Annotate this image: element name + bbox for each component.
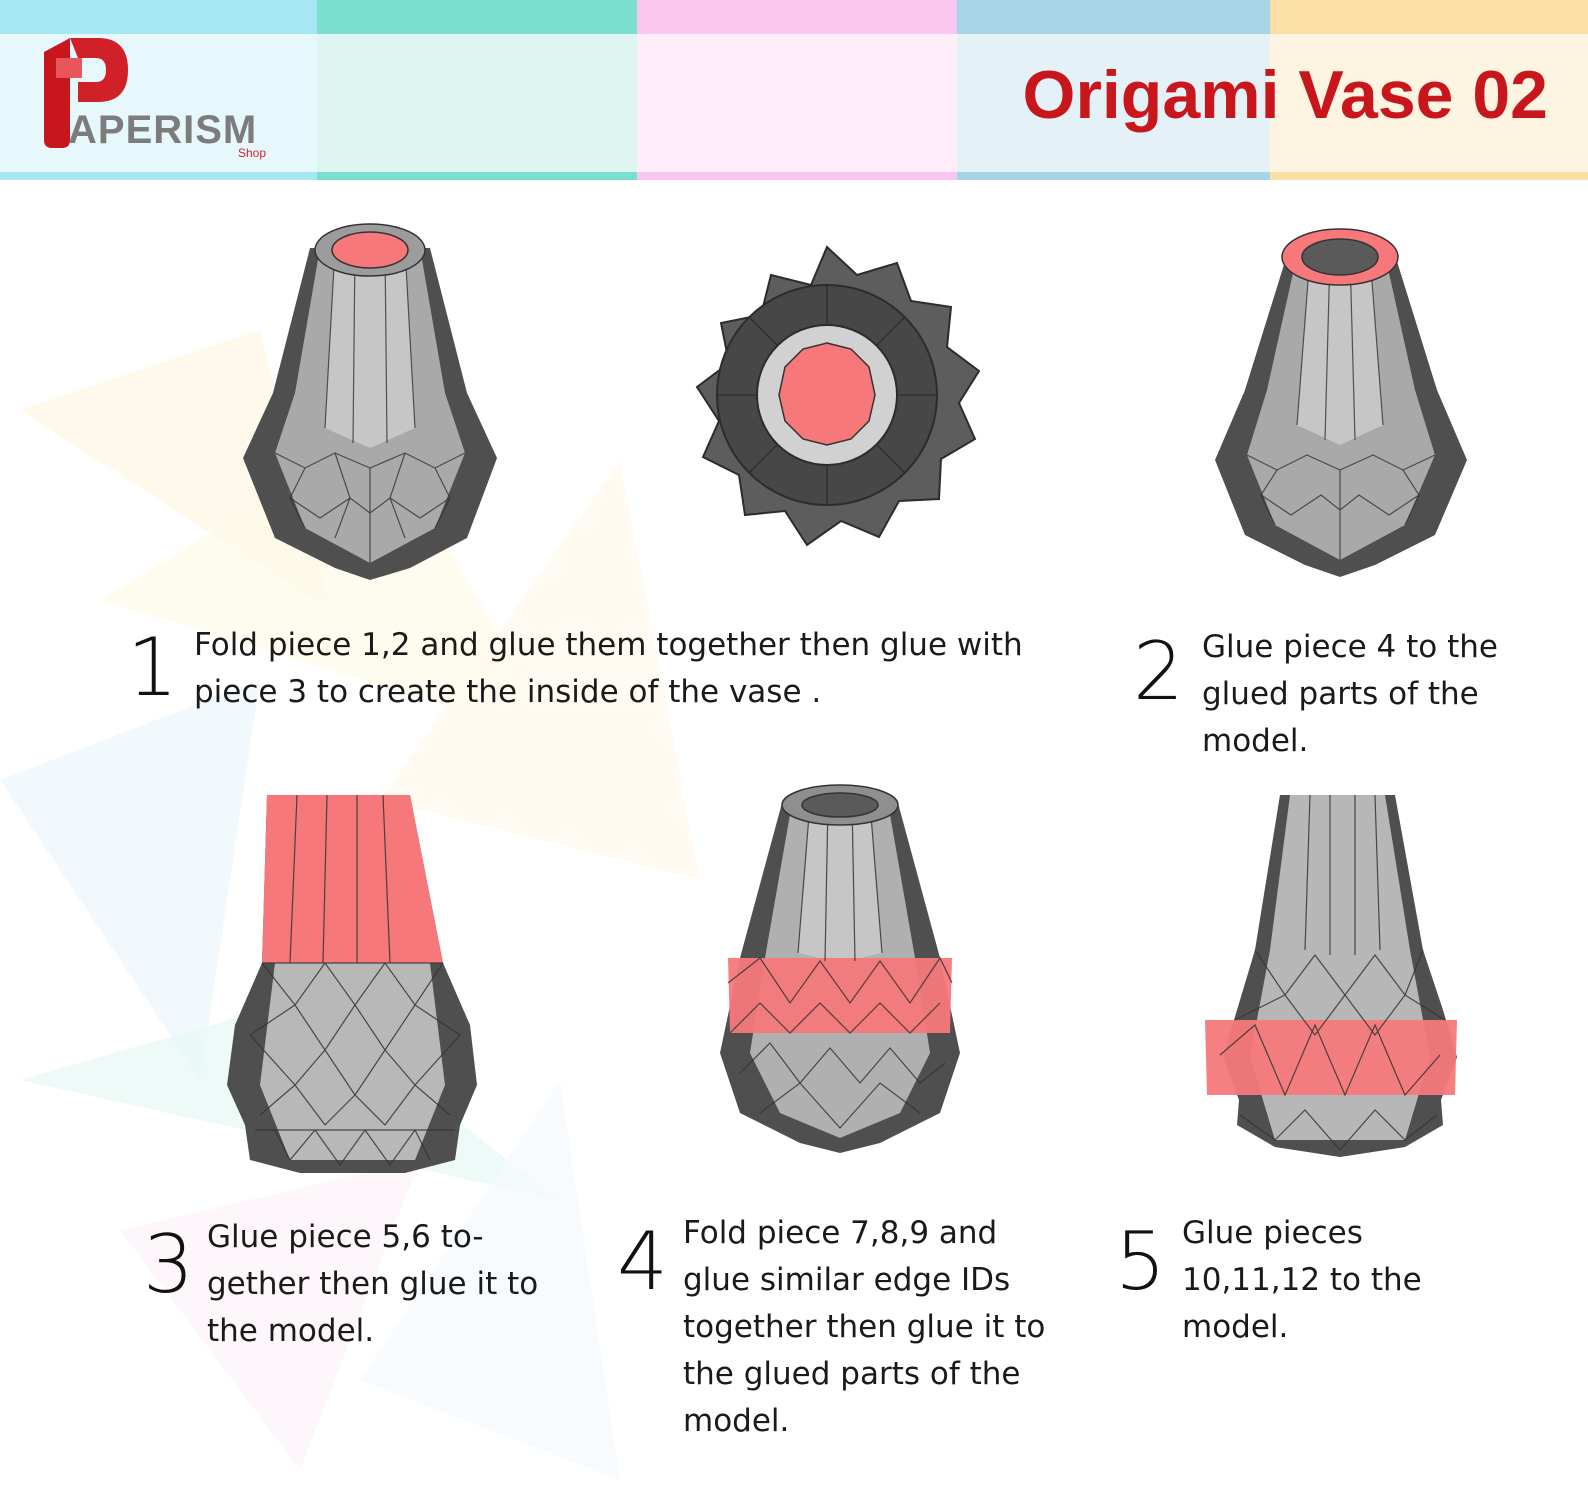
header-light-5 [1270, 34, 1588, 172]
header-bottom-1 [0, 172, 317, 180]
brand-name: APERISM [68, 108, 258, 152]
page-title: Origami Vase 02 [1022, 57, 1548, 133]
step-4-number: 4 [617, 1215, 668, 1308]
step-3-text: Glue piece 5,6 to- gether then glue it t… [207, 1219, 539, 1349]
header-light-2 [317, 34, 637, 172]
header-bottom-5 [1270, 172, 1588, 180]
header-light-4 [957, 34, 1270, 172]
paperism-logo-icon [44, 38, 128, 148]
vase-lower-band-highlight-icon [1205, 795, 1457, 1157]
header-band-2 [317, 0, 637, 34]
header-bottom-4 [957, 172, 1270, 180]
step-2-number: 2 [1133, 625, 1184, 718]
vase-upper-cone-highlight-icon [227, 795, 477, 1173]
header-band-5 [1270, 0, 1588, 34]
header-light-3 [637, 34, 957, 172]
vase-top-view-icon [695, 245, 980, 547]
vase-middle-band-highlight-icon [720, 784, 960, 1153]
step-1-number: 1 [127, 621, 178, 714]
vase-rim-highlight-icon [1215, 228, 1467, 577]
header-band-4 [957, 0, 1270, 34]
step-5-number: 5 [1115, 1215, 1166, 1308]
brand-sub: Shop [238, 146, 267, 160]
vase-side-view-icon [243, 223, 497, 580]
header-band-1 [0, 0, 317, 34]
step-4-text: Fold piece 7,8,9 and glue similar edge I… [683, 1215, 1046, 1439]
step-5-text: Glue pieces 10,11,12 to the model. [1182, 1215, 1422, 1345]
step-1-text: Fold piece 1,2 and glue them together th… [194, 627, 1023, 710]
header-band-3 [637, 0, 957, 34]
brand-logo[interactable]: APERISM Shop [42, 38, 282, 160]
header-bottom-3 [637, 172, 957, 180]
header: APERISM Shop Origami Vase 02 [0, 0, 1588, 180]
step-3-number: 3 [143, 1218, 194, 1311]
header-bottom-2 [317, 172, 637, 180]
step-2-text: Glue piece 4 to the glued parts of the m… [1202, 629, 1498, 759]
